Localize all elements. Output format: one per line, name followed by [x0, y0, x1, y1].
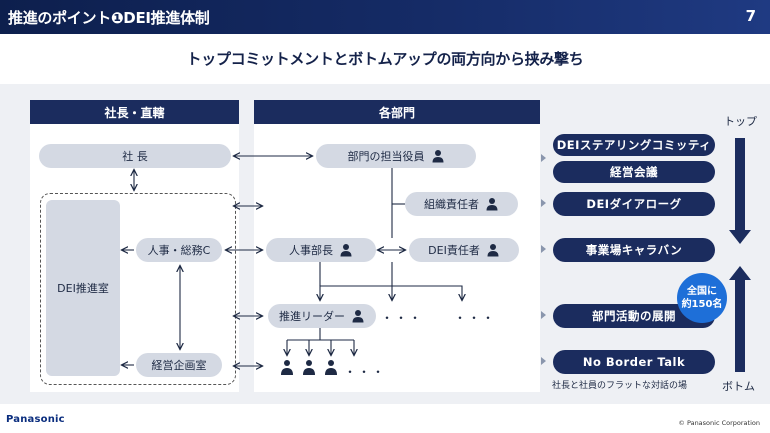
- leader-count-badge: 全国に 約150名: [677, 273, 727, 323]
- down-arrow-shaft: [735, 138, 745, 230]
- mid-panel-header: 各部門: [254, 100, 540, 124]
- person-icon: [303, 360, 315, 375]
- dei-office-node: DEI推進室: [46, 200, 120, 376]
- person-icon: [352, 310, 364, 323]
- initiative-label: 部門活動の展開: [592, 309, 676, 323]
- caret-right-icon: [541, 311, 546, 319]
- member-ellipsis: ・・・: [344, 365, 387, 379]
- badge-line1: 全国に: [687, 286, 717, 297]
- dei-manager-node: DEI責任者: [409, 238, 519, 262]
- initiative-dei-dialogue: DEIダイアローグ: [553, 192, 715, 216]
- initiative-label: No Border Talk: [582, 355, 686, 369]
- initiative-label: DEIステアリングコミッティ: [556, 138, 712, 152]
- page-title: 推進のポイント❶DEI推進体制: [8, 9, 210, 27]
- dei-office-group-outline: [40, 193, 236, 385]
- initiative-label: DEIダイアローグ: [586, 197, 682, 211]
- no-border-talk-caption: 社長と社員のフラットな対話の場: [552, 381, 688, 391]
- person-icon: [340, 244, 352, 257]
- caret-right-icon: [541, 154, 546, 162]
- dept-officer-node: 部門の担当役員: [316, 144, 476, 168]
- org-manager-node: 組織責任者: [405, 192, 518, 216]
- person-icon: [281, 360, 293, 375]
- left-panel-header: 社長・直轄: [30, 100, 239, 124]
- planning-label: 経営企画室: [151, 359, 207, 372]
- up-arrow-shaft: [735, 280, 745, 372]
- dept-officer-label: 部門の担当役員: [347, 150, 425, 163]
- hr-ga-node: 人事・総務C: [136, 238, 222, 262]
- initiative-no-border-talk: No Border Talk: [553, 350, 715, 374]
- badge-line2: 約150名: [681, 299, 723, 310]
- initiative-site-caravan: 事業場キャラバン: [553, 238, 715, 262]
- dei-office-label: DEI推進室: [57, 282, 109, 295]
- person-icon: [325, 360, 337, 375]
- initiative-label: 事業場キャラバン: [585, 243, 683, 257]
- dei-manager-label: DEI責任者: [428, 244, 480, 257]
- hr-manager-label: 人事部長: [289, 244, 333, 257]
- leader-label: 推進リーダー: [279, 310, 345, 323]
- president-label: 社 長: [122, 150, 148, 163]
- initiative-label: 経営会議: [610, 165, 658, 179]
- leader-ellipsis: ・・・: [381, 311, 424, 325]
- subtitle: トップコミットメントとボトムアップの両方向から挟み撃ち: [186, 50, 584, 68]
- copyright: © Panasonic Corporation: [678, 419, 760, 427]
- person-icon: [487, 244, 499, 257]
- person-icon: [486, 198, 498, 211]
- org-manager-label: 組織責任者: [424, 198, 479, 211]
- hr-manager-node: 人事部長: [266, 238, 376, 262]
- initiative-steering-committee: DEIステアリングコミッティ: [553, 134, 715, 156]
- top-label: トップ: [724, 115, 757, 128]
- page-number: 7: [745, 7, 756, 25]
- initiative-management-meeting: 経営会議: [553, 161, 715, 183]
- caret-right-icon: [541, 357, 546, 365]
- person-icon: [432, 150, 443, 163]
- up-arrow-icon: [729, 266, 751, 280]
- caret-right-icon: [541, 245, 546, 253]
- leader-node: 推進リーダー: [268, 304, 376, 328]
- planning-node: 経営企画室: [136, 353, 222, 377]
- panasonic-logo: Panasonic: [6, 414, 65, 425]
- caret-right-icon: [541, 199, 546, 207]
- president-node: 社 長: [39, 144, 231, 168]
- down-arrow-icon: [729, 230, 751, 244]
- hr-ga-label: 人事・総務C: [147, 244, 211, 257]
- header-bar: 推進のポイント❶DEI推進体制 7: [0, 0, 770, 34]
- leader-ellipsis-2: ・・・: [454, 311, 497, 325]
- bottom-label: ボトム: [722, 380, 755, 393]
